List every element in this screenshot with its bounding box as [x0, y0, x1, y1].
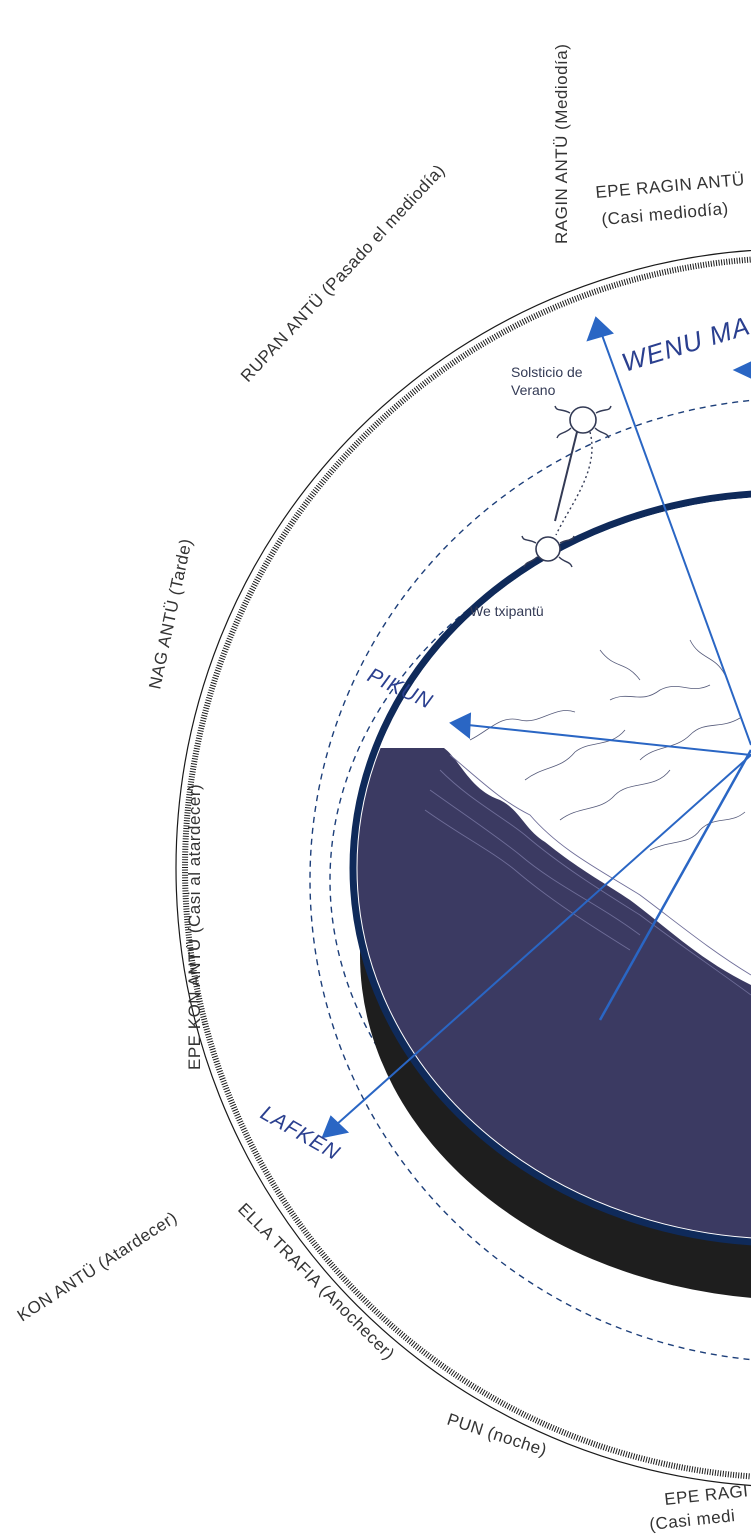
- epe-ragin-bottom-label-line1: EPE RAGI: [663, 1481, 749, 1509]
- solsticio-label-line1: Solsticio de: [511, 364, 583, 380]
- nag-antu-label: NAG ANTÜ (Tarde): [145, 537, 195, 691]
- epe-ragin-top-label-line2: (Casi mediodía): [601, 199, 730, 229]
- sun-icon: [521, 535, 575, 568]
- kon-antu-label: KON ANTÜ (Atardecer): [14, 1208, 181, 1326]
- earth-disk-inner-rim: [356, 497, 751, 1239]
- river-lines: [469, 639, 746, 851]
- rupan-antu-label: RUPAN ANTÜ (Pasado el mediodía): [237, 161, 449, 386]
- wenu-mapu-label: WENU MA: [618, 310, 751, 377]
- pun-label: PUN (noche): [445, 1410, 550, 1460]
- ella-trafia-label: ELLA TRAFIA (Anochecer): [234, 1199, 398, 1363]
- direction-arrows: [321, 316, 751, 1139]
- coastline-strokes: [424, 754, 751, 996]
- epe-kon-antu-label: EPE KON ANTÜ (Casi al atardecer): [185, 784, 204, 1070]
- ragin-antu-label: RAGIN ANTÜ (Mediodía): [552, 44, 571, 244]
- earth-disk-rim: [349, 490, 751, 1246]
- sun-icon: [554, 405, 612, 439]
- day-cycle-outer-ring: [175, 250, 751, 1486]
- epe-ragin-top-label-line1: EPE RAGIN ANTÜ: [595, 170, 746, 202]
- epe-ragin-bottom-label-line2: (Casi medi: [648, 1506, 736, 1534]
- solsticio-label-line2: Verano: [511, 382, 556, 398]
- sun-path-dotted: [555, 431, 593, 536]
- sun-path-solid: [554, 431, 578, 522]
- we-txipantu-label: We txipantü: [470, 603, 544, 619]
